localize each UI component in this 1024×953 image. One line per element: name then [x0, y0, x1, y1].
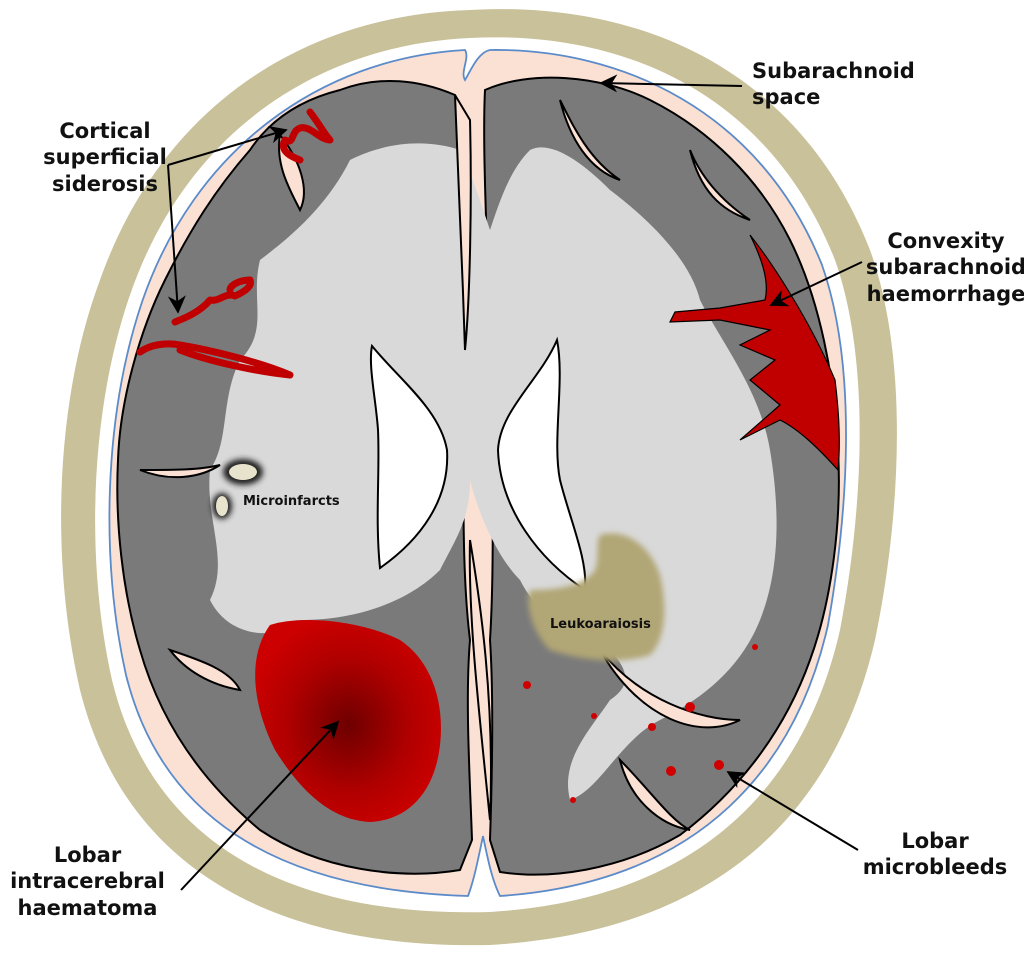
left-ventricle: [369, 343, 449, 570]
microbleeds: [523, 644, 758, 803]
label-lobar-ich: Lobar intracerebral haematoma: [0, 842, 175, 921]
label-line: Convexity: [887, 229, 1005, 253]
label-line: Cortical: [59, 119, 151, 143]
microinfarcts: [212, 459, 263, 519]
label-line: Lobar: [53, 843, 122, 867]
siderosis-traces: [136, 108, 334, 379]
label-convexity-sah: Convexity subarachnoid haemorrhage: [856, 228, 1024, 307]
convexity-sah: [669, 234, 840, 472]
arrow-microbleeds: [726, 771, 859, 851]
leukoaraiosis-lesion: [528, 533, 665, 661]
arrow-siderosis-lower: [167, 164, 186, 314]
arrow-convexity-sah: [769, 261, 863, 307]
label-line: superficial: [43, 145, 167, 170]
label-line: space: [752, 85, 821, 110]
arrow-subarachnoid: [599, 74, 743, 93]
lobar-haematoma: [255, 620, 441, 822]
label-line: intracerebral: [10, 869, 165, 894]
label-line: Lobar: [901, 829, 969, 853]
arrow-ich: [180, 720, 340, 891]
label-subarachnoid-space: Subarachnoid space: [752, 58, 915, 111]
annotation-arrows: [167, 74, 863, 891]
label-microinfarcts: Microinfarcts: [243, 494, 340, 509]
label-lobar-microbleeds: Lobar microbleeds: [860, 828, 1010, 881]
label-line: haematoma: [17, 895, 158, 920]
label-line: microbleeds: [862, 855, 1008, 880]
arrow-siderosis-upper: [167, 125, 288, 166]
label-cortical-siderosis: Cortical superficial siderosis: [10, 118, 200, 197]
label-line: subarachnoid: [865, 255, 1024, 280]
label-line: Subarachnoid: [752, 59, 915, 83]
sulci: [139, 94, 751, 831]
label-line: haemorrhage: [866, 281, 1024, 306]
label-leukoaraiosis: Leukoaraiosis: [550, 617, 651, 632]
label-line: siderosis: [52, 171, 158, 196]
